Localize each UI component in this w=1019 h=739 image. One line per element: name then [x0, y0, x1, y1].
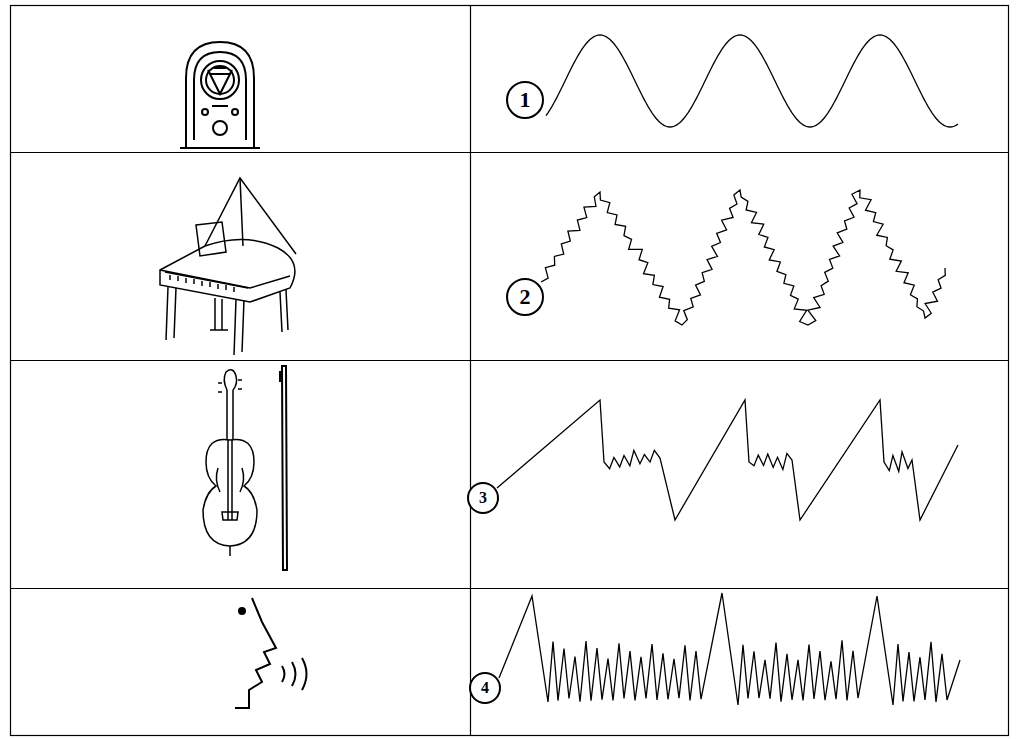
waveforms — [497, 35, 960, 705]
callout-circle: 4 — [469, 672, 501, 704]
bow-icon — [280, 366, 287, 570]
callout-number: 4 — [481, 680, 489, 696]
callout-circle: 2 — [506, 278, 544, 316]
table-grid — [10, 5, 1009, 736]
callout-number: 1 — [520, 89, 531, 111]
piano-wave — [541, 190, 945, 325]
callout-circle: 1 — [506, 81, 544, 119]
callout-number: 2 — [520, 286, 531, 308]
violin-icon — [203, 370, 257, 556]
piano-icon — [160, 178, 296, 355]
violin-wave — [497, 400, 958, 520]
callout-number: 3 — [479, 490, 487, 506]
callout-circle: 3 — [467, 482, 499, 514]
speaking-face-icon — [235, 598, 307, 708]
radio-icon — [180, 42, 260, 148]
voice-wave — [499, 593, 960, 705]
sine-wave — [546, 35, 958, 127]
